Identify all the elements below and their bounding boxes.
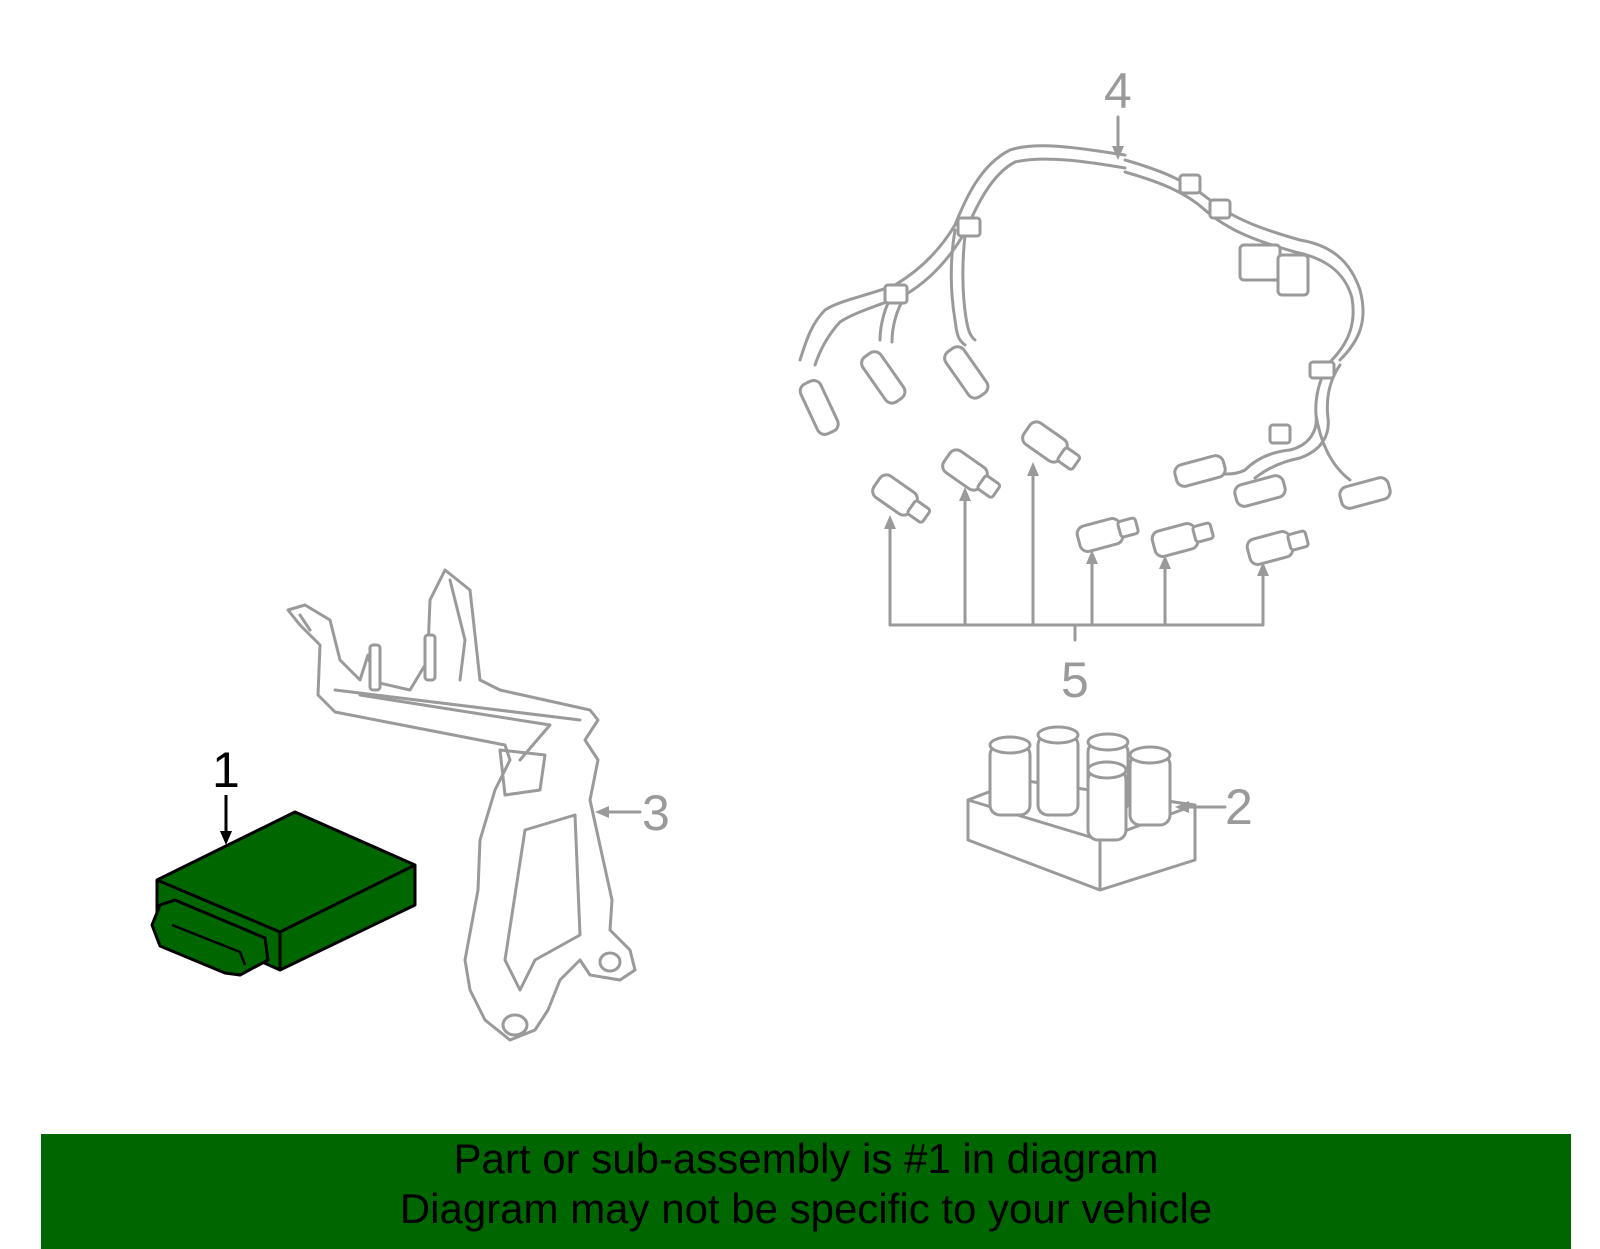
mounting-bracket-part-3[interactable]	[286, 568, 637, 1042]
control-module-part-1[interactable]	[150, 810, 417, 977]
leader-line-2	[1175, 801, 1227, 813]
callout-label-3[interactable]: 3	[642, 785, 670, 841]
banner-line-2: Diagram may not be specific to your vehi…	[399, 1185, 1213, 1232]
info-banner: Part or sub-assembly is #1 in diagram Di…	[41, 1134, 1571, 1249]
callout-label-4[interactable]: 4	[1104, 63, 1132, 119]
callout-label-1[interactable]: 1	[212, 742, 240, 798]
banner-line-1: Part or sub-assembly is #1 in diagram	[453, 1135, 1159, 1182]
leader-lines-5	[884, 462, 1269, 642]
ignition-coil-part-2[interactable]	[966, 725, 1197, 892]
fuel-injectors-part-5[interactable]	[870, 419, 1311, 567]
leader-line-3	[595, 806, 642, 818]
leader-line-4	[1112, 115, 1124, 160]
wiring-harness-part-4[interactable]	[798, 144, 1392, 510]
callout-label-5[interactable]: 5	[1061, 652, 1089, 708]
leader-line-1	[220, 795, 232, 845]
callout-label-2[interactable]: 2	[1225, 779, 1253, 835]
